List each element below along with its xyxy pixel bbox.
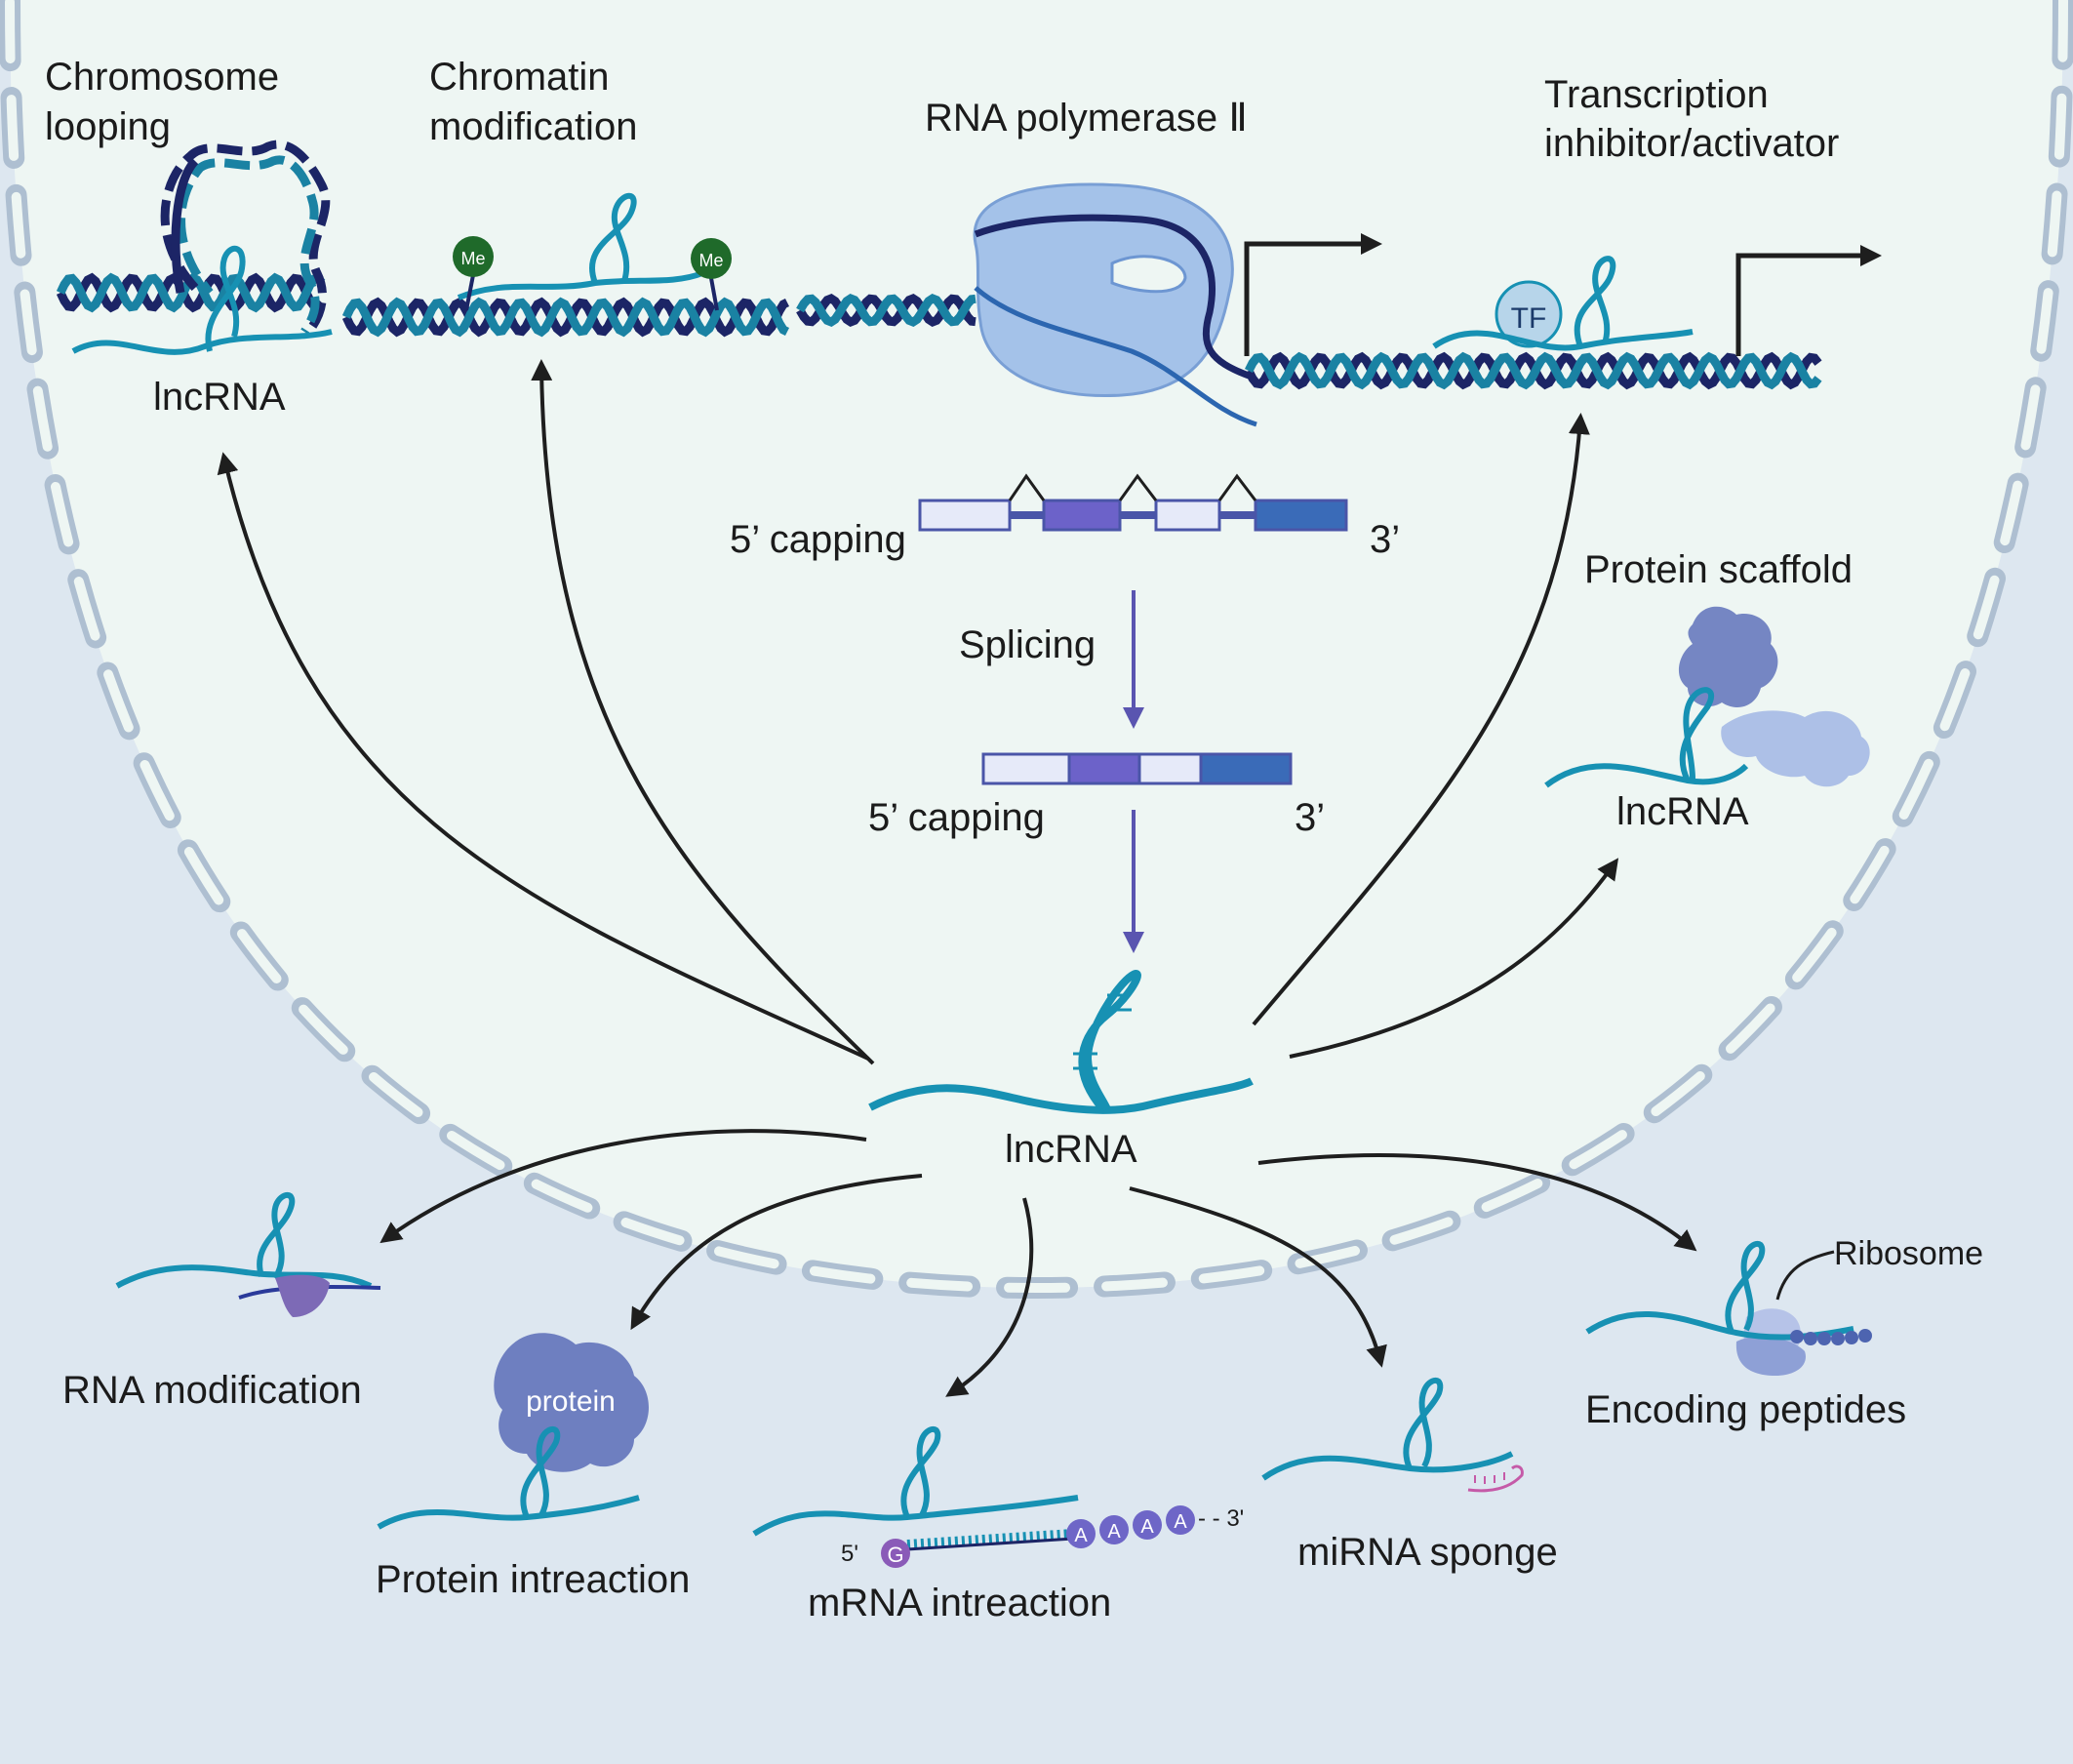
svg-text:A: A <box>1174 1511 1187 1533</box>
dna-strand-transcription <box>1244 351 1822 390</box>
central-lncrna-icon <box>868 970 1254 1114</box>
lncrna-looping-icon <box>71 245 333 355</box>
svg-text:G: G <box>887 1543 903 1567</box>
rna-polymerase-label: RNA polymerase Ⅱ <box>925 97 1248 140</box>
scaffold-protein-1-icon <box>1678 606 1778 707</box>
ribosome-pointer <box>1775 1250 1835 1301</box>
lncrna-chromatin-icon <box>457 192 704 301</box>
svg-text:TF: TF <box>1511 302 1547 335</box>
lncrna-scaffold-icon <box>1544 687 1749 788</box>
arrow-to-rna-modification <box>379 1129 867 1244</box>
transcription-label-2: inhibitor/activator <box>1544 122 1839 165</box>
mature-mrna-exons <box>981 752 1293 785</box>
arrow-to-protein-scaffold <box>1289 858 1619 1059</box>
capping-label-top: 5’ capping <box>730 518 906 561</box>
peptide-chain-icon <box>1790 1329 1872 1345</box>
dna-strand-polymerase <box>796 293 977 328</box>
methyl-mark-1: Me <box>453 236 494 311</box>
encoding-peptides-label: Encoding peptides <box>1585 1388 1906 1431</box>
chromatin-modification-label: Chromatin <box>429 56 610 99</box>
lncrna-tf-icon <box>1432 256 1694 351</box>
transcription-factor-icon: TF <box>1495 280 1563 348</box>
svg-text:Me: Me <box>460 249 485 268</box>
central-lncrna-label: lncRNA <box>1005 1128 1137 1171</box>
lncrna-scaffold-label: lncRNA <box>1616 790 1749 833</box>
arrow-to-mirna-sponge <box>1129 1186 1387 1368</box>
chromosome-looping-label-2: looping <box>45 105 171 148</box>
mirna-sponge-label: miRNA sponge <box>1297 1531 1558 1574</box>
arrow-to-chromatin-modification <box>531 359 875 1065</box>
mrna-interaction-label: mRNA intreaction <box>808 1582 1111 1624</box>
arrow-to-chromosome-looping <box>217 452 869 1061</box>
transcription-start-arrow-1 <box>1244 233 1382 356</box>
pre-mrna-exons <box>918 473 1348 532</box>
chromosome-loop-icon <box>160 140 331 335</box>
mirna-sponge-icon <box>1261 1377 1524 1493</box>
transcription-start-arrow-2 <box>1735 245 1882 356</box>
protein-interaction-icon: protein <box>377 1333 649 1530</box>
arrow-to-mrna-interaction <box>945 1197 1034 1397</box>
splicing-label: Splicing <box>959 623 1096 666</box>
rna-polymerase-icon <box>973 182 1257 427</box>
arrow-to-transcription <box>1252 413 1590 1026</box>
svg-text:A: A <box>1074 1525 1088 1546</box>
chromatin-modification-label-2: modification <box>429 105 637 148</box>
arrow-to-encoding-peptides <box>1257 1153 1697 1252</box>
svg-text:protein: protein <box>526 1385 616 1418</box>
svg-text:A: A <box>1140 1516 1154 1538</box>
mrna-interaction-icon: G 5' A A A A - - 3' <box>752 1425 1244 1568</box>
three-prime-label-mid: 3’ <box>1295 796 1325 839</box>
three-prime-label-top: 3’ <box>1370 518 1400 561</box>
lncrna-looping-label: lncRNA <box>153 376 286 419</box>
svg-text:- - 3': - - 3' <box>1198 1505 1244 1532</box>
rna-modification-label: RNA modification <box>62 1369 362 1412</box>
svg-text:5': 5' <box>841 1541 858 1567</box>
rna-modification-icon <box>115 1191 381 1317</box>
dna-strand-chromatin <box>341 297 790 338</box>
svg-text:A: A <box>1107 1521 1121 1543</box>
protein-scaffold-label: Protein scaffold <box>1584 548 1853 591</box>
protein-interaction-label: Protein intreaction <box>376 1558 690 1601</box>
capping-label-mid: 5’ capping <box>868 796 1045 839</box>
svg-text:Me: Me <box>698 251 723 270</box>
ribosome-label: Ribosome <box>1834 1235 1983 1272</box>
transcription-label: Transcription <box>1544 73 1769 116</box>
arrow-to-protein-interaction <box>630 1174 923 1331</box>
scaffold-protein-2-icon <box>1721 710 1870 787</box>
chromosome-looping-label: Chromosome <box>45 56 279 99</box>
methyl-mark-2: Me <box>691 238 732 311</box>
